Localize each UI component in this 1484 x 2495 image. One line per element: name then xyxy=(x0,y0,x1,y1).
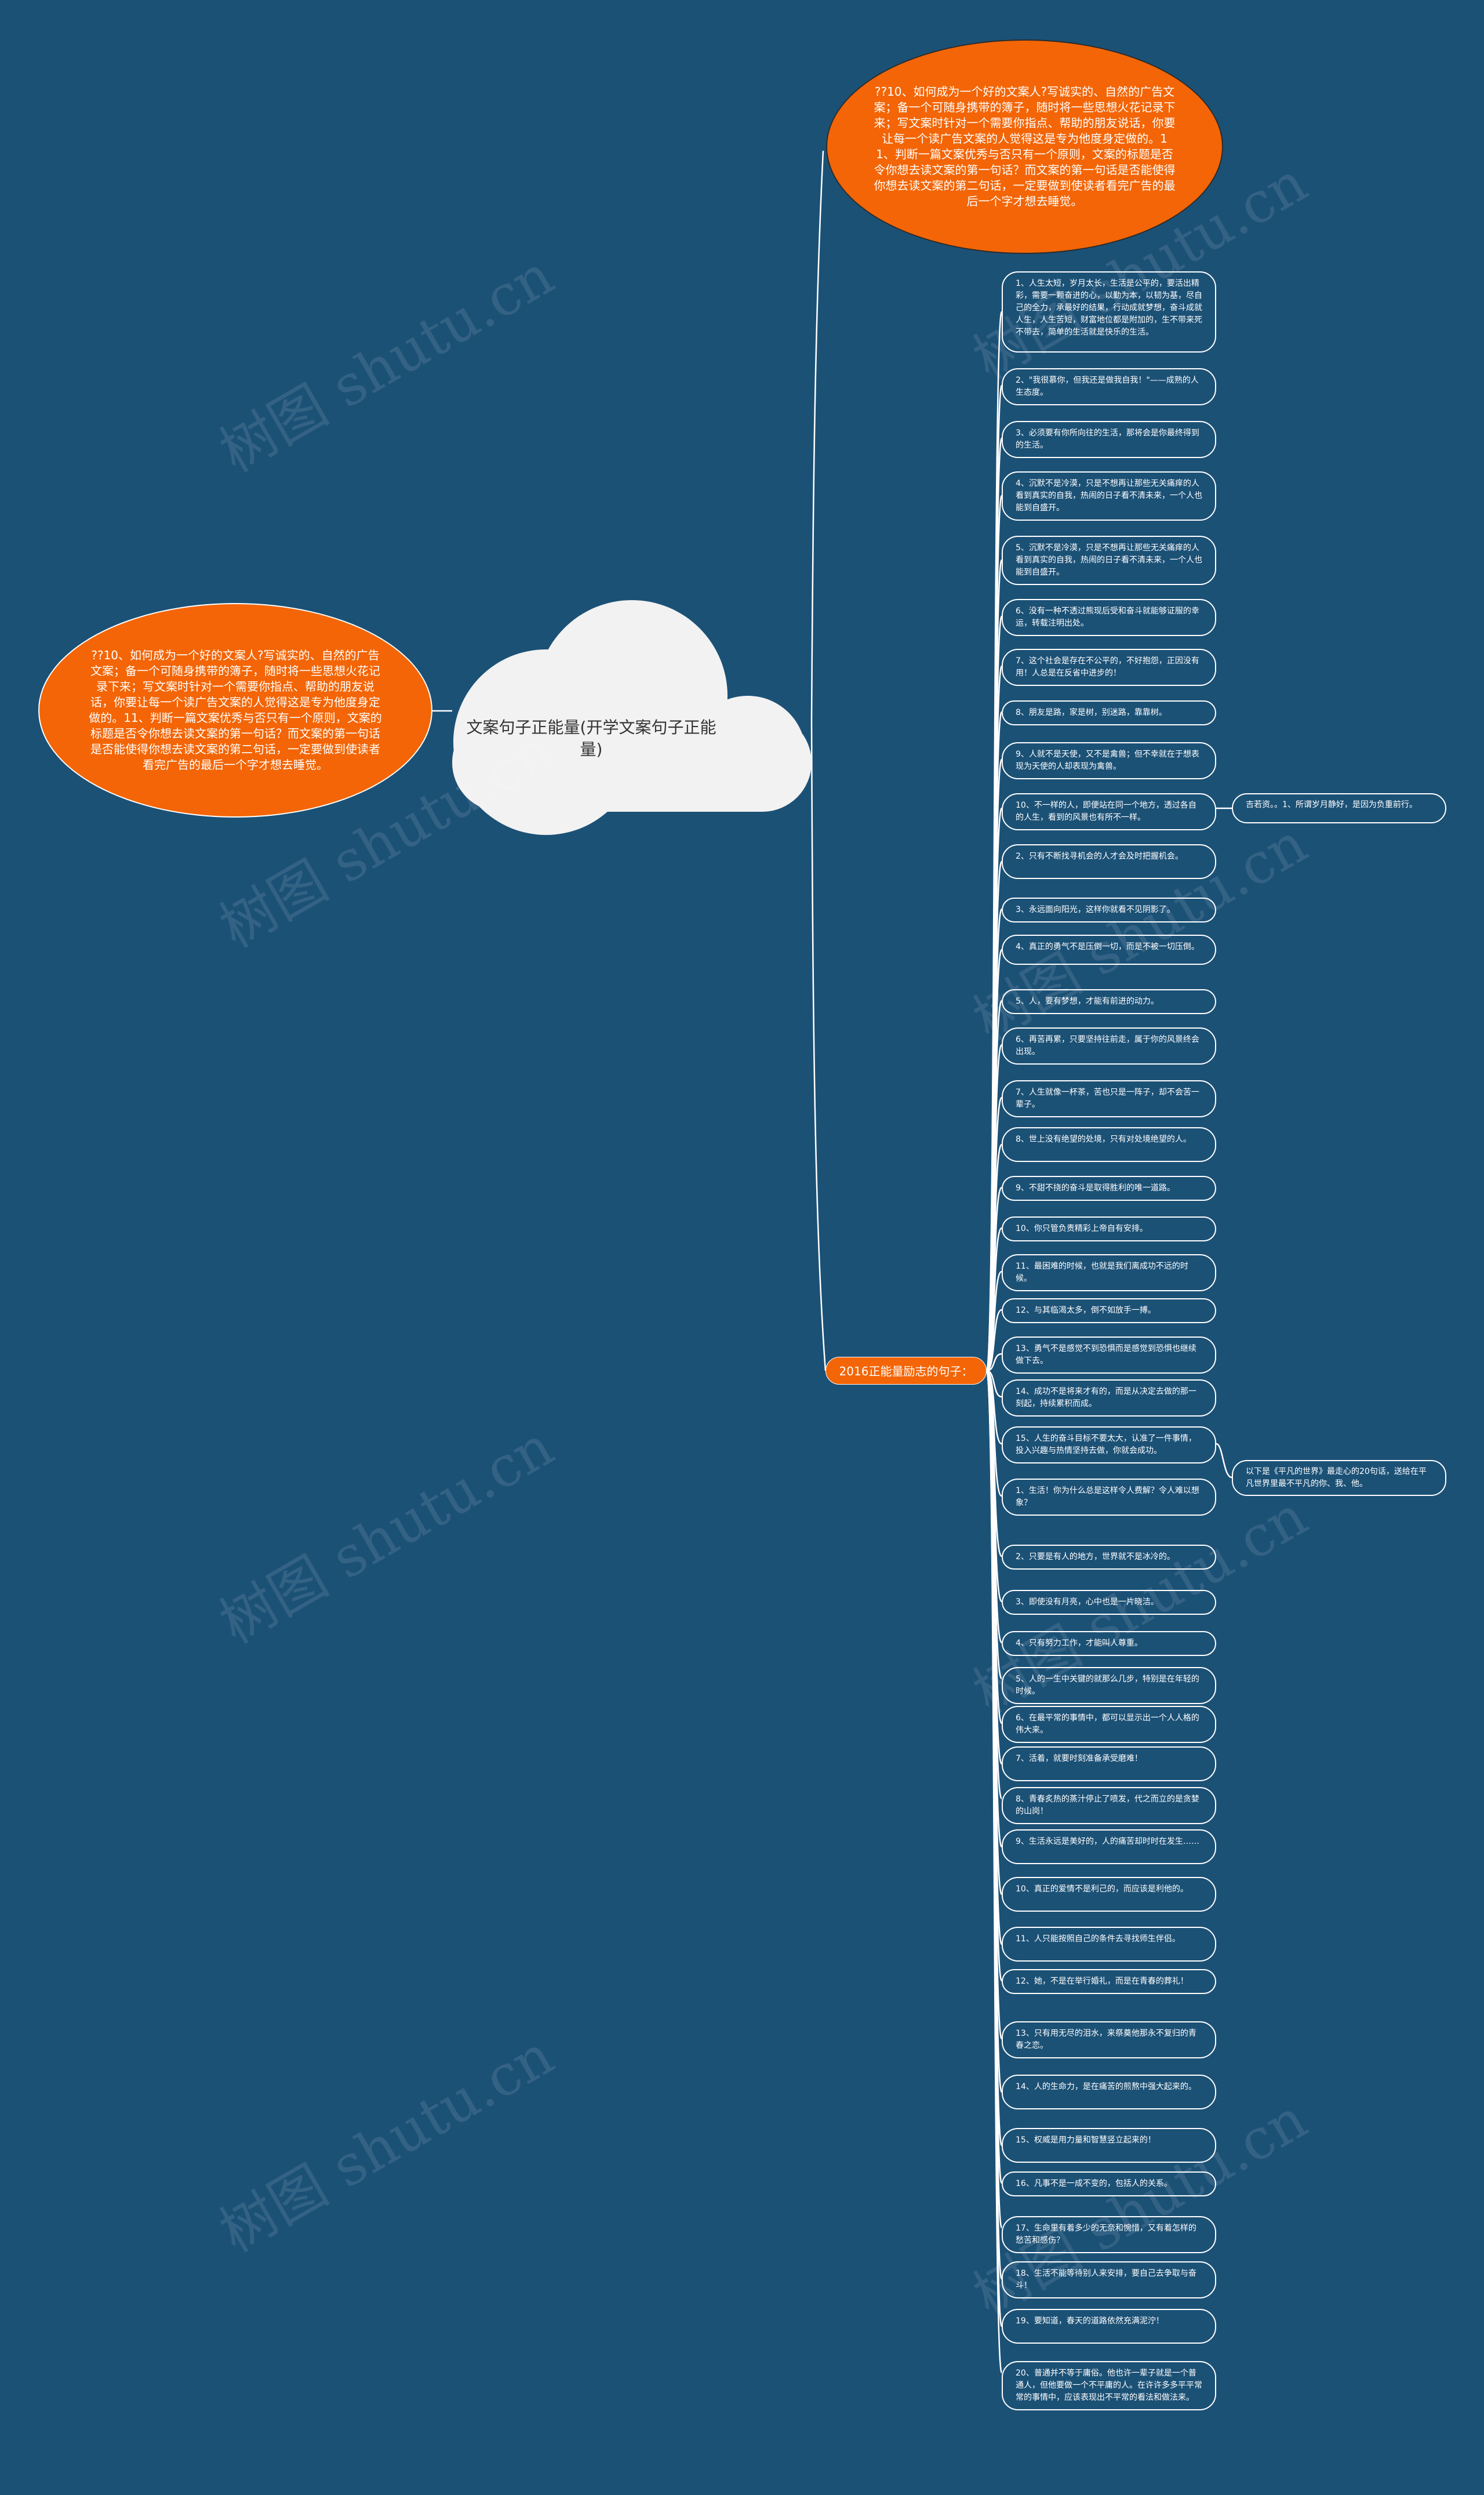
leaf-node-12[interactable]: 3、永远面向阳光，这样你就看不见阴影了。 xyxy=(1002,898,1216,923)
leaf-node-6[interactable]: 6、没有一种不透过熊现后受和奋斗就能够证服的幸运，转载注明出处。 xyxy=(1002,599,1216,636)
leaf-node-19[interactable]: 10、你只管负责精彩上帝自有安排。 xyxy=(1002,1216,1216,1241)
leaf-node-13[interactable]: 4、真正的勇气不是压倒一切，而是不被一切压倒。 xyxy=(1002,935,1216,965)
leaf-node-20[interactable]: 11、最困难的时候，也就是我们离成功不远的时候。 xyxy=(1002,1254,1216,1291)
leaf-node-21[interactable]: 12、与其临渴太多，倒不如放手一搏。 xyxy=(1002,1298,1216,1323)
leaf-node-37[interactable]: 13、只有用无尽的泪水，来祭奠他那永不复归的青春之恋。 xyxy=(1002,2021,1216,2058)
leaf-node-34[interactable]: 10、真正的爱情不是利己的，而应该是利他的。 xyxy=(1002,1877,1216,1912)
leaf-node-29[interactable]: 5、人的一生中关键的就那么几步，特别是在年轻的时候。 xyxy=(1002,1667,1216,1704)
leaf-node-38[interactable]: 14、人的生命力，是在痛苦的煎熬中强大起来的。 xyxy=(1002,2075,1216,2109)
leaf-node-31[interactable]: 7、活着，就要时刻准备承受磨难！ xyxy=(1002,1746,1216,1781)
leaf-node-28[interactable]: 4、只有努力工作，才能叫人尊重。 xyxy=(1002,1631,1216,1656)
leaf-node-8[interactable]: 8、朋友是路，家是树，别迷路，靠靠树。 xyxy=(1002,700,1216,725)
category-node[interactable]: 2016正能量励志的句子： xyxy=(825,1357,987,1385)
leaf-node-10[interactable]: 10、不一样的人，即便站在同一个地方，透过各自的人生，看到的风景也有所不一样。 xyxy=(1002,793,1216,830)
edge-sub-2 xyxy=(1216,1443,1232,1479)
leaf-node-43[interactable]: 19、要知道，春天的道路依然充满泥泞！ xyxy=(1002,2309,1216,2344)
leaf-node-4[interactable]: 4、沉默不是冷漠，只是不想再让那些无关痛痒的人看到真实的自我，热闹的日子看不清未… xyxy=(1002,471,1216,521)
leaf-node-17[interactable]: 8、世上没有绝望的处境，只有对处境绝望的人。 xyxy=(1002,1127,1216,1162)
leaf-node-25[interactable]: 1、生活！你为什么总是这样令人费解？令人难以想象？ xyxy=(1002,1479,1216,1516)
edge-leaf-21 xyxy=(986,1309,1002,1372)
leaf-node-26[interactable]: 2、只要是有人的地方，世界就不是冰冷的。 xyxy=(1002,1545,1216,1570)
top-orange-note-text: ??10、如何成为一个好的文案人?写诚实的、自然的广告文案；备一个可随身携带的簿… xyxy=(874,85,1176,208)
leaf-node-16[interactable]: 7、人生就像一杯茶，苦也只是一阵子，却不会苦一辈子。 xyxy=(1002,1080,1216,1117)
left-orange-note-text: ??10、如何成为一个好的文案人?写诚实的、自然的广告文案；备一个可随身携带的簿… xyxy=(89,648,382,772)
root-cloud-shape xyxy=(452,600,812,835)
leaf-node-35[interactable]: 11、人只能按照自己的条件去寻找师生伴侣。 xyxy=(1002,1927,1216,1962)
leaf-node-7[interactable]: 7、这个社会是存在不公平的，不好抱怨，正因没有用！人总是在反省中进步的！ xyxy=(1002,649,1216,686)
leaf-node-41[interactable]: 17、生命里有着多少的无奈和惋惜，又有着怎样的愁苦和感伤？ xyxy=(1002,2216,1216,2253)
edge-root-category xyxy=(810,718,827,1371)
leaf-node-27[interactable]: 3、即使没有月亮，心中也是一片晓洁。 xyxy=(1002,1590,1216,1615)
edge-leaf-44 xyxy=(985,1370,1003,2374)
leaf-node-39[interactable]: 15、权威是用力量和智慧竖立起来的！ xyxy=(1002,2128,1216,2163)
leaf-node-40[interactable]: 16、凡事不是一成不变的，包括人的关系。 xyxy=(1002,2171,1216,2196)
root-topic[interactable]: 文案句子正能量(开学文案句子正能量) xyxy=(466,718,716,759)
leaf-node-9[interactable]: 9、人就不是天使，又不是禽兽；但不幸就在于想表现为天使的人却表现为禽兽。 xyxy=(1002,742,1216,779)
leaf-node-32[interactable]: 8、青春炙热的蒸汁停止了喷发，代之而立的是贪婪的山岗！ xyxy=(1002,1787,1216,1824)
leaf-node-30[interactable]: 6、在最平常的事情中，都可以显示出一个人人格的伟大来。 xyxy=(1002,1706,1216,1743)
leaf-node-44[interactable]: 20、普通并不等于庸俗。他也许一辈子就是一个普通人，但他要做一个不平庸的人。在许… xyxy=(1002,2361,1216,2410)
leaf-node-23[interactable]: 14、成功不是将来才有的，而是从决定去做的那一刻起，持续累积而成。 xyxy=(1002,1379,1216,1417)
leaf-node-11[interactable]: 2、只有不断找寻机会的人才会及时把握机会。 xyxy=(1002,844,1216,879)
leaf-node-42[interactable]: 18、生活不能等待别人来安排，要自己去争取与奋斗！ xyxy=(1002,2261,1216,2298)
leaf-node-14[interactable]: 5、人，要有梦想，才能有前进的动力。 xyxy=(1002,989,1216,1014)
left-orange-note: ??10、如何成为一个好的文案人?写诚实的、自然的广告文案；备一个可随身携带的簿… xyxy=(38,603,432,818)
leaf-node-36[interactable]: 12、她，不是在举行婚礼，而是在青春的葬礼！ xyxy=(1002,1969,1216,1994)
leaf-node-22[interactable]: 13、勇气不是感觉不到恐惧而是感觉到恐惧也继续做下去。 xyxy=(1002,1337,1216,1374)
leaf-node-33[interactable]: 9、生活永远是美好的，人的痛苦却时时在发生…… xyxy=(1002,1829,1216,1864)
leaf-node-24[interactable]: 15、人生的奋斗目标不要太大，认准了一件事情，投入兴趣与热情坚持去做，你就会成功… xyxy=(1002,1426,1216,1463)
leaf-node-5[interactable]: 5、沉默不是冷漠，只是不想再让那些无关痛痒的人看到真实的自我，热闹的日子看不清未… xyxy=(1002,536,1216,585)
sub-node-2[interactable]: 以下是《平凡的世界》最走心的20句话，送给在平凡世界里最不平凡的你、我、他。 xyxy=(1232,1460,1446,1496)
top-orange-note: ??10、如何成为一个好的文案人?写诚实的、自然的广告文案；备一个可随身携带的簿… xyxy=(826,39,1223,254)
leaf-node-18[interactable]: 9、不甜不挠的奋斗是取得胜利的唯一道路。 xyxy=(1002,1176,1216,1201)
leaf-node-3[interactable]: 3、必须要有你所向往的生活，那将会是你最终得到的生活。 xyxy=(1002,421,1216,458)
leaf-node-15[interactable]: 6、再苦再累，只要坚持往前走，属于你的风景终会出现。 xyxy=(1002,1027,1216,1065)
leaf-node-2[interactable]: 2、"我很慕你，但我还是做我自我！"——成熟的人生态度。 xyxy=(1002,368,1216,405)
sub-node-1[interactable]: 吉若资。。1、所谓岁月静好，是因为负重前行。 xyxy=(1232,793,1446,823)
edge-root-top-note xyxy=(810,150,824,720)
edge-leaf-22 xyxy=(986,1353,1002,1372)
leaf-node-1[interactable]: 1、人生太短，岁月太长，生活是公平的，要活出精彩，需要一颗奋进的心，以勤为本，以… xyxy=(1002,271,1216,353)
